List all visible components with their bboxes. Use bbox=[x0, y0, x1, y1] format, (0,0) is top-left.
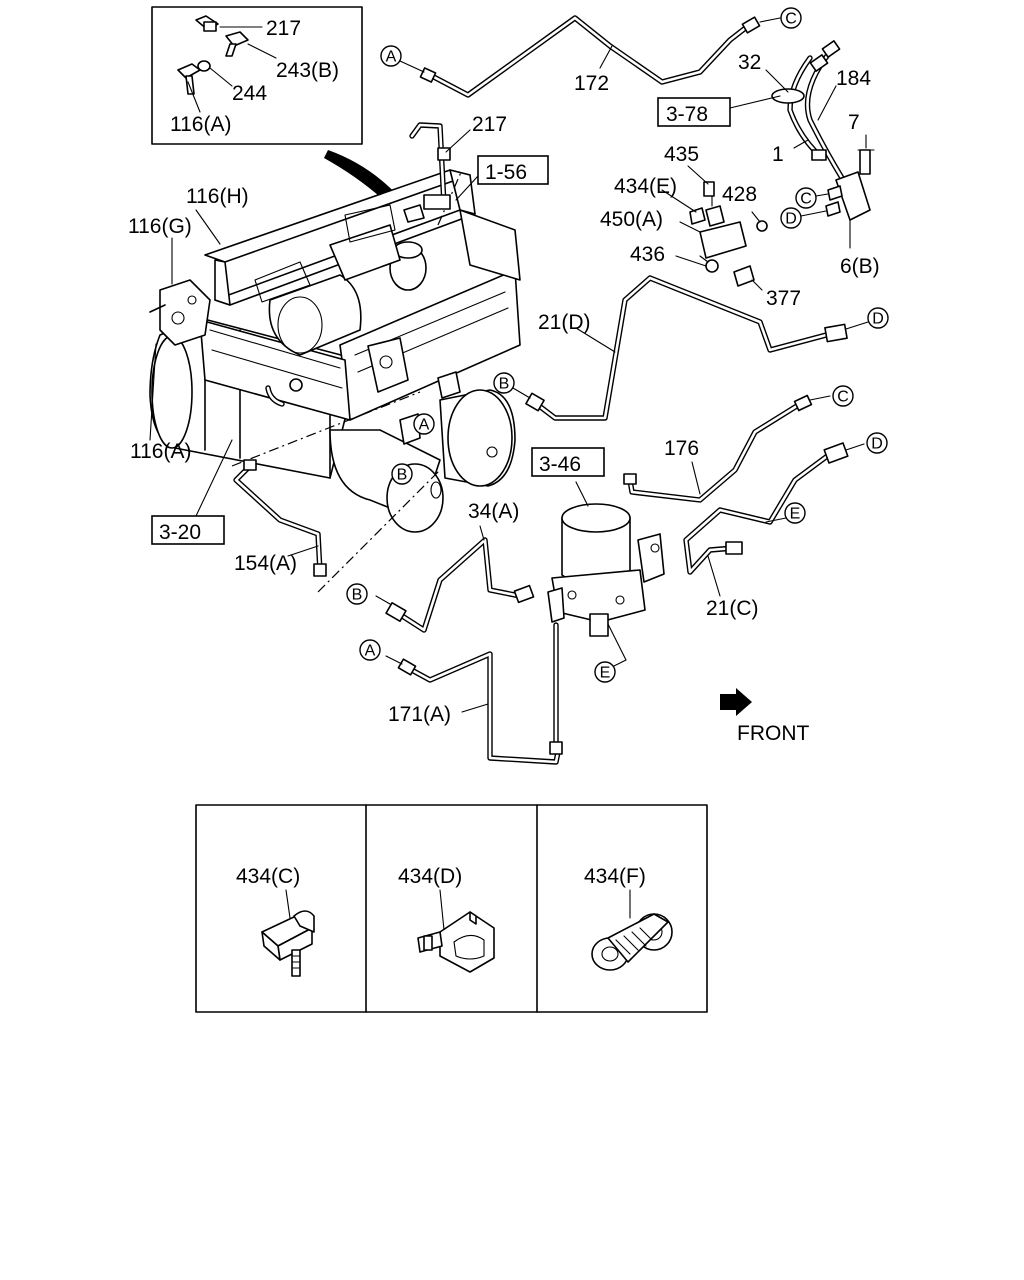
svg-text:D: D bbox=[872, 311, 884, 328]
connector-e-21c: E bbox=[765, 502, 806, 524]
svg-text:C: C bbox=[800, 191, 812, 208]
label-434d: 434(D) bbox=[398, 865, 462, 888]
label-7: 7 bbox=[848, 111, 860, 134]
ref-box-3-20: 3-20 bbox=[151, 439, 233, 545]
connector-b-34a: B bbox=[346, 583, 368, 605]
fitting-244-116a-inset bbox=[177, 60, 233, 113]
pipe-217 bbox=[403, 122, 471, 223]
svg-text:3-78: 3-78 bbox=[666, 103, 708, 126]
label-21d: 21(D) bbox=[538, 311, 591, 334]
svg-text:C: C bbox=[785, 11, 797, 28]
valve-6b bbox=[825, 134, 875, 249]
valve-block-left bbox=[149, 279, 211, 346]
label-21c: 21(C) bbox=[706, 597, 759, 620]
hose-184 bbox=[765, 40, 845, 181]
svg-text:A: A bbox=[386, 49, 397, 66]
pipe-171a bbox=[385, 622, 563, 765]
label-6b: 6(B) bbox=[840, 255, 880, 278]
inset-detail: 217 243(B) 244 116(A) bbox=[151, 6, 363, 145]
connector-a-top: A bbox=[380, 45, 425, 73]
clip-434f: 434(F) bbox=[584, 865, 673, 971]
label-leaders bbox=[149, 165, 721, 713]
compressor-unit bbox=[254, 204, 427, 356]
label-450a: 450(A) bbox=[600, 208, 663, 231]
connector-a-171a: A bbox=[359, 639, 381, 661]
connector-c-valve: C bbox=[795, 187, 829, 209]
svg-text:E: E bbox=[790, 506, 801, 523]
air-dryer bbox=[547, 481, 665, 661]
label-434e: 434(E) bbox=[614, 175, 677, 198]
connector-c-176: C bbox=[832, 385, 854, 407]
ref-box-1-56: 1-56 bbox=[455, 155, 549, 201]
connector-a-frame: A bbox=[413, 413, 435, 435]
label-434f: 434(F) bbox=[584, 865, 646, 888]
air-tank-lower bbox=[329, 429, 444, 533]
label-217-inset: 217 bbox=[266, 17, 301, 40]
connector-e-dryer: E bbox=[594, 659, 627, 683]
connector-d-21c: D bbox=[866, 432, 888, 454]
pipe-21c bbox=[683, 442, 865, 575]
label-172: 172 bbox=[574, 72, 609, 95]
tank-plug bbox=[289, 378, 303, 392]
label-184: 184 bbox=[836, 67, 871, 90]
label-34a: 34(A) bbox=[468, 500, 519, 523]
label-32: 32 bbox=[738, 51, 761, 74]
pipe-154a bbox=[233, 459, 327, 577]
pipe-172 bbox=[419, 15, 781, 98]
fitting-243b-inset bbox=[225, 31, 277, 59]
svg-text:C: C bbox=[837, 389, 849, 406]
label-428: 428 bbox=[722, 183, 757, 206]
label-1: 1 bbox=[772, 143, 784, 166]
fitting-217-inset bbox=[195, 15, 263, 32]
callout-labels: 172 32 184 7 1 217 116(H) 116(G) 116(A) … bbox=[128, 51, 880, 745]
detail-panels: 434(C) 434(D) 434(F) bbox=[195, 804, 708, 1013]
label-171a: 171(A) bbox=[388, 703, 451, 726]
svg-text:A: A bbox=[419, 417, 430, 434]
clip-434d: 434(D) bbox=[398, 865, 495, 973]
svg-text:E: E bbox=[600, 665, 611, 682]
svg-text:A: A bbox=[365, 643, 376, 660]
pipe-34a bbox=[375, 537, 535, 633]
leader-lines bbox=[231, 169, 463, 593]
ref-box-3-78: 3-78 bbox=[657, 95, 781, 127]
label-436: 436 bbox=[630, 243, 665, 266]
svg-text:3-46: 3-46 bbox=[539, 453, 581, 476]
label-244: 244 bbox=[232, 82, 267, 105]
label-116h: 116(H) bbox=[186, 185, 249, 208]
governor-valve bbox=[367, 337, 461, 445]
svg-text:B: B bbox=[352, 587, 363, 604]
label-434c: 434(C) bbox=[236, 865, 300, 888]
connector-c-top: C bbox=[780, 7, 802, 29]
connector-b-21d: B bbox=[493, 372, 531, 399]
clip-434c: 434(C) bbox=[236, 865, 315, 977]
svg-text:B: B bbox=[499, 376, 510, 393]
air-tank-right bbox=[439, 389, 516, 487]
ref-box-3-46: 3-46 bbox=[531, 447, 605, 477]
svg-text:D: D bbox=[871, 436, 883, 453]
label-217: 217 bbox=[472, 113, 507, 136]
label-377: 377 bbox=[766, 287, 801, 310]
bracket-450a bbox=[679, 181, 768, 291]
inset-pointer-arrow bbox=[324, 150, 400, 204]
main-assembly bbox=[149, 169, 521, 533]
label-116a-inset: 116(A) bbox=[170, 113, 231, 136]
pipe-176 bbox=[623, 394, 831, 503]
connector-d-21d: D bbox=[845, 307, 889, 330]
label-243b: 243(B) bbox=[276, 59, 339, 82]
svg-text:3-20: 3-20 bbox=[159, 521, 201, 544]
label-116a: 116(A) bbox=[130, 440, 191, 463]
pipe-21d bbox=[525, 275, 848, 421]
connector-b-frame: B bbox=[391, 463, 413, 485]
svg-text:D: D bbox=[785, 211, 797, 228]
front-arrow-icon bbox=[720, 688, 752, 716]
svg-text:B: B bbox=[397, 467, 408, 484]
label-116g: 116(G) bbox=[128, 215, 192, 238]
label-435: 435 bbox=[664, 143, 699, 166]
svg-text:1-56: 1-56 bbox=[485, 161, 527, 184]
label-154a: 154(A) bbox=[234, 552, 297, 575]
label-front: FRONT bbox=[737, 722, 809, 745]
label-176: 176 bbox=[664, 437, 699, 460]
connector-d-valve: D bbox=[780, 207, 827, 229]
